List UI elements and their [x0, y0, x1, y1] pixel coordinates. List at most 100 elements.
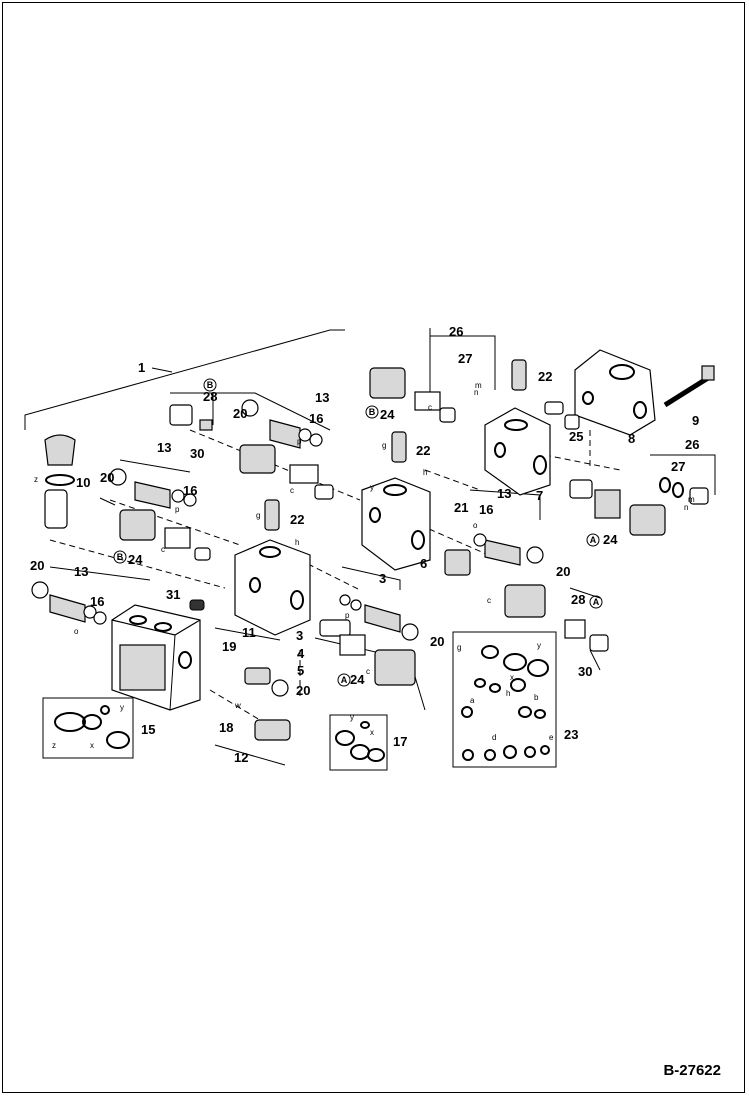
svg-text:p: p: [297, 437, 302, 446]
svg-text:A: A: [593, 597, 600, 607]
svg-text:b: b: [534, 693, 539, 702]
svg-text:m: m: [475, 381, 482, 390]
callout: 27: [458, 351, 472, 366]
svg-text:x: x: [90, 741, 94, 750]
kit-15-box: [42, 697, 134, 759]
svg-text:y: y: [537, 641, 541, 650]
callout: 22: [290, 512, 304, 527]
spool-assemblies: [31, 359, 715, 741]
svg-text:o: o: [74, 627, 79, 636]
callout: 28: [203, 389, 217, 404]
svg-text:y: y: [120, 703, 124, 712]
callout: 24: [380, 407, 395, 422]
callout: 27: [671, 459, 685, 474]
callout: 15: [141, 722, 155, 737]
svg-text:e: e: [549, 733, 554, 742]
kit-23-box: [452, 631, 557, 768]
svg-text:c: c: [487, 596, 491, 605]
svg-text:n: n: [684, 503, 688, 512]
mark-a: A: [589, 595, 603, 609]
callout: 31: [166, 587, 180, 602]
valve-inlet-section: [111, 604, 201, 711]
callout: 16: [183, 483, 197, 498]
callout: 7: [536, 488, 543, 503]
callout: 13: [497, 486, 511, 501]
svg-text:o: o: [473, 521, 478, 530]
callout: 30: [190, 446, 204, 461]
kit-17-box: [329, 714, 388, 771]
svg-text:y: y: [350, 713, 354, 722]
callout: 16: [309, 411, 323, 426]
callout: 5: [297, 663, 304, 678]
svg-text:h: h: [295, 538, 299, 547]
svg-text:z: z: [34, 475, 38, 484]
svg-text:d: d: [492, 733, 496, 742]
svg-text:w: w: [234, 701, 241, 710]
callout: 28: [571, 592, 585, 607]
svg-text:c: c: [428, 403, 432, 412]
callout: 26: [685, 437, 699, 452]
callout: 11: [242, 625, 256, 640]
valve-work-section-2: [361, 477, 431, 571]
svg-text:y: y: [370, 483, 374, 492]
callout: 20: [30, 558, 44, 573]
svg-text:A: A: [590, 535, 597, 545]
callout: 20: [233, 406, 247, 421]
seal-letters: z z y y y y x x x w o o p p p c c c c c …: [34, 381, 695, 750]
svg-text:c: c: [290, 486, 294, 495]
mark-b: B: [113, 550, 127, 564]
callout: 16: [90, 594, 104, 609]
callout: 1: [138, 360, 145, 375]
callout: 13: [74, 564, 88, 579]
mark-a: A: [337, 673, 351, 687]
svg-text:g: g: [382, 441, 386, 450]
svg-text:c: c: [366, 667, 370, 676]
callout: 3: [379, 571, 386, 586]
svg-text:n: n: [474, 388, 478, 397]
callout: 8: [628, 431, 635, 446]
callout: 20: [430, 634, 444, 649]
mark-b: B: [203, 378, 217, 392]
svg-text:B: B: [117, 552, 124, 562]
svg-text:h: h: [506, 689, 510, 698]
valve-work-section-1: [234, 539, 311, 636]
callout: 3: [296, 628, 303, 643]
svg-text:A: A: [341, 675, 348, 685]
callout: 23: [564, 727, 578, 742]
callout: 13: [315, 390, 329, 405]
valve-work-section-3: [484, 407, 551, 496]
callout-numbers: 1 3 3 4 5 6 7 8 9 10 11 12 13 13 13 13 2…: [30, 324, 699, 765]
callout: 24: [128, 552, 143, 567]
callout: 9: [692, 413, 699, 428]
callout: 20: [296, 683, 310, 698]
callout: 26: [449, 324, 463, 339]
callout: 17: [393, 734, 407, 749]
callout: 4: [297, 646, 305, 661]
callout: 30: [578, 664, 592, 679]
callout: 10: [76, 475, 90, 490]
svg-text:a: a: [470, 696, 475, 705]
callout: 18: [219, 720, 233, 735]
svg-text:g: g: [256, 511, 260, 520]
svg-text:x: x: [370, 728, 374, 737]
svg-text:x: x: [510, 673, 514, 682]
callout: 25: [569, 429, 583, 444]
svg-text:h: h: [423, 468, 427, 477]
drawing-number: B-27622: [663, 1062, 721, 1079]
svg-text:p: p: [175, 505, 180, 514]
svg-text:z: z: [52, 741, 56, 750]
callout: 20: [556, 564, 570, 579]
valve-outlet-section: [574, 349, 656, 436]
callout: 24: [350, 672, 365, 687]
svg-text:m: m: [688, 495, 695, 504]
svg-text:p: p: [345, 611, 350, 620]
callout: 24: [603, 532, 618, 547]
callout: 21: [454, 500, 468, 515]
svg-text:B: B: [207, 380, 214, 390]
svg-text:c: c: [161, 545, 165, 554]
svg-text:B: B: [369, 407, 376, 417]
mark-b: B: [365, 405, 379, 419]
